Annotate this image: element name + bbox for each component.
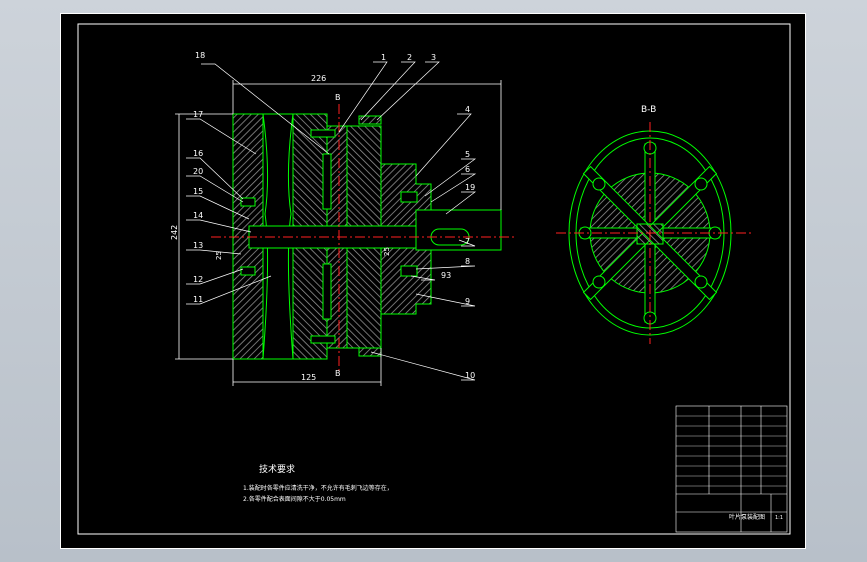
- balloon-6: 6: [465, 165, 470, 174]
- dim-height: 242: [170, 225, 179, 240]
- balloon-12: 12: [193, 275, 203, 284]
- main-section-view: [211, 104, 516, 374]
- balloon-5: 5: [465, 150, 470, 159]
- dim-bore: 25: [215, 251, 223, 260]
- tech-req-line2: 2.各零件配合表面间隙不大于0.05mm: [243, 495, 346, 503]
- balloon-20: 20: [193, 167, 203, 176]
- assembly-drawing: 226 242 125 25 25 B B: [77, 23, 791, 535]
- dimensions: [175, 80, 502, 386]
- section-mark-top: B: [335, 93, 341, 102]
- keyway: [430, 228, 470, 246]
- technical-requirements: 技术要求 1.装配时各零件应清洗干净，不允许有毛刺飞边等存在， 2.各零件配合表…: [243, 463, 393, 503]
- balloon-2: 2: [407, 53, 412, 62]
- section-title: B-B: [641, 105, 656, 115]
- balloon-18: 18: [195, 51, 205, 60]
- balloon-8: 8: [465, 257, 470, 266]
- balloon-14: 14: [193, 211, 203, 220]
- balloon-9: 9: [465, 297, 470, 306]
- balloon-7: 7: [465, 237, 470, 246]
- balloon-10: 10: [465, 371, 475, 380]
- title-block: [675, 405, 788, 533]
- balloon-19: 19: [465, 183, 475, 192]
- tech-req-line1: 1.装配时各零件应清洗干净，不允许有毛刺飞边等存在，: [243, 484, 393, 492]
- balloon-4: 4: [465, 105, 470, 114]
- drawing-sheet: 226 242 125 25 25 B B: [60, 13, 806, 549]
- inner-frame: [77, 23, 791, 535]
- bolt-top: [310, 129, 336, 138]
- balloon-11: 11: [193, 295, 203, 304]
- title-block-drawing-title: 叶片泵装配图: [729, 513, 765, 521]
- balloon-13: 13: [193, 241, 203, 250]
- section-view-bb: [556, 122, 751, 344]
- balloon-16: 16: [193, 149, 203, 158]
- dim-bottom-width: 125: [301, 373, 316, 382]
- balloon-3: 3: [431, 53, 436, 62]
- leader-lines: [186, 61, 477, 381]
- balloon-15: 15: [193, 187, 203, 196]
- title-block-scale: 1:1: [775, 515, 783, 521]
- shaft-extension: [415, 209, 502, 251]
- balloon-93: 93: [441, 271, 451, 280]
- bolt-bottom: [310, 335, 336, 344]
- tech-req-title: 技术要求: [259, 463, 295, 475]
- dim-shaft: 25: [383, 247, 391, 256]
- dim-top-width: 226: [311, 74, 326, 83]
- section-mark-bottom: B: [335, 369, 341, 378]
- balloon-17: 17: [193, 110, 203, 119]
- balloon-1: 1: [381, 53, 386, 62]
